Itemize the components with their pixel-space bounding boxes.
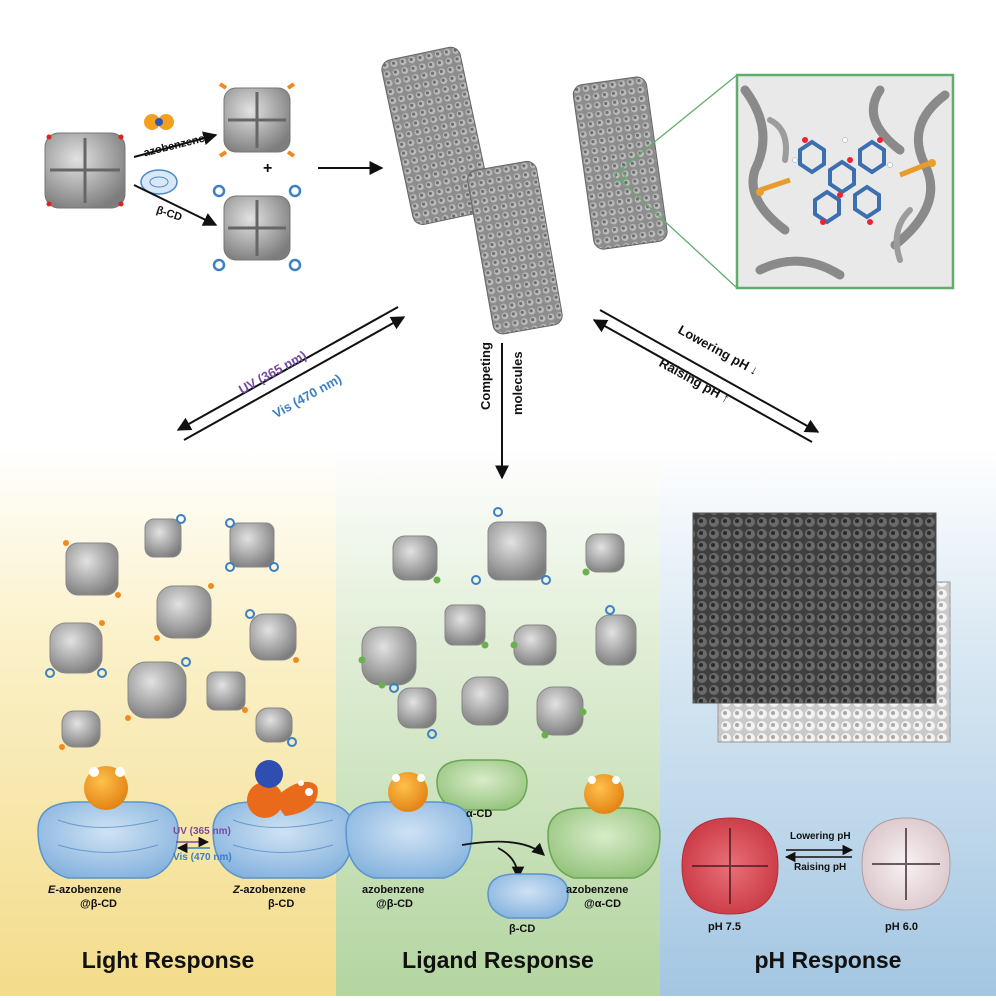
azobenzene-molecule-icon: [144, 114, 174, 130]
nanotube-1: [381, 46, 492, 225]
z-azo-label: Z-azobenzene: [233, 884, 306, 896]
ph-6-0-label: pH 6.0: [885, 921, 919, 933]
plus-sign: +: [263, 160, 273, 177]
ligand-curved-arrow: [461, 840, 545, 856]
ligand-green-tags: [358, 568, 590, 739]
ligand-left-label: azobenzene: [362, 884, 425, 896]
ph-lowering-label: Lowering pH: [790, 831, 851, 842]
molecules-label: molecules: [510, 351, 525, 415]
ligand-right-label: azobenzene: [566, 884, 629, 896]
ligand-response-title: Ligand Response: [402, 947, 594, 973]
protein-cage-start: [44, 132, 126, 209]
bcd-molecule-icon: [140, 169, 178, 195]
nanotube-2: [467, 160, 563, 335]
arrow-ph-back: [592, 319, 813, 443]
e-azo-label-2: @β-CD: [80, 898, 117, 910]
e-azo-label: E-azobenzene: [48, 884, 122, 896]
ligand-bcd-tags: [389, 507, 615, 739]
z-azo-label-2: β-CD: [268, 898, 295, 910]
light-dispersed-cages: [49, 518, 297, 748]
z-azo-bcd-complex: [212, 760, 354, 879]
ph-6-0-cage: [861, 817, 951, 911]
zoom-line-bottom: [619, 179, 738, 289]
azo-protein-cage: [218, 82, 296, 158]
acd-label: α-CD: [466, 808, 493, 820]
released-bcd: [487, 873, 569, 919]
azo-acd-complex: [547, 774, 661, 879]
arrow-light-back: [183, 316, 406, 441]
e-azo-bcd-complex: [37, 766, 179, 879]
ligand-left-label-2: @β-CD: [376, 898, 413, 910]
zoom-line-top: [619, 74, 738, 171]
azo-bcd-complex-ligand: [345, 772, 473, 879]
ligand-right-label-2: @α-CD: [584, 898, 622, 910]
bcd-protein-cage: [212, 184, 302, 272]
acd-molecule: [436, 759, 528, 811]
light-response-title: Light Response: [81, 947, 255, 973]
competing-label: Competing: [478, 342, 493, 410]
light-uv-small: UV (365 nm): [173, 826, 231, 837]
light-azo-tags: [59, 540, 299, 750]
arrow-to-azo-cage: [133, 131, 218, 158]
molecular-inset: [735, 73, 955, 290]
ph-response-title: pH Response: [754, 947, 902, 973]
arrow-to-bcd-cage: [133, 184, 218, 226]
arrow-ph-forward: [599, 309, 820, 433]
light-vis-small: Vis (470 nm): [173, 852, 232, 863]
ph-7-5-label: pH 7.5: [708, 921, 742, 933]
ph-7-5-cage: [681, 817, 779, 915]
ph-raising-label: Raising pH: [794, 862, 847, 873]
light-bcd-tags: [45, 514, 297, 747]
zoom-spot: [614, 170, 626, 182]
ph-lattice-front: [692, 512, 937, 704]
ligand-bcd-label: β-CD: [509, 923, 536, 935]
ligand-dispersed-cages: [361, 521, 637, 736]
arrow-light-forward: [176, 306, 399, 431]
nanotube-3: [572, 76, 668, 250]
